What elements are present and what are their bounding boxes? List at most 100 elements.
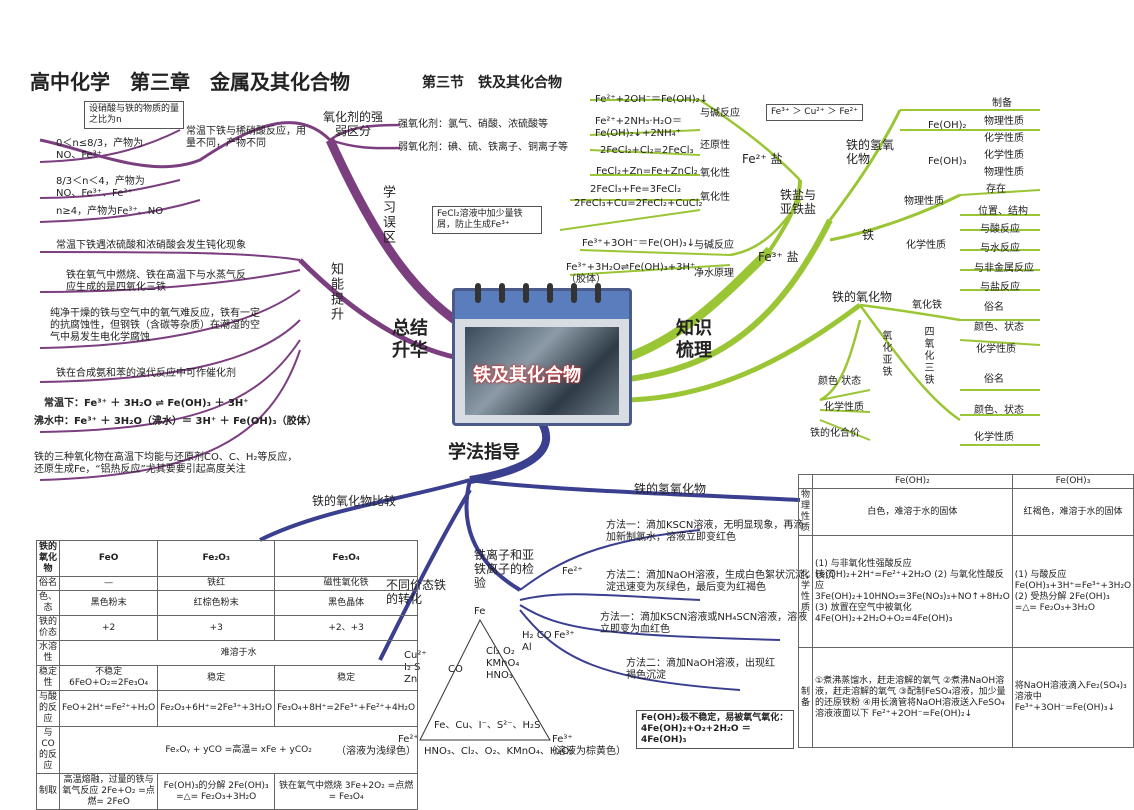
feo-color: 颜色 状态 — [818, 376, 862, 387]
feoh2-warning: Fe(OH)₂极不稳定，易被氧气氧化：4Fe(OH)₂+O₂+2H₂O ＝4Fe… — [636, 710, 794, 749]
label-oxidizing-1: 氧化性 — [700, 168, 730, 179]
eq-fe3-oh: Fe³⁺+3OH⁻＝Fe(OH)₃↓ — [582, 238, 695, 249]
fe3-color-note: （溶液为棕黄色） — [546, 746, 626, 757]
iron-position: 位置、结构 — [978, 206, 1028, 217]
fe3o4-color: 颜色、状态 — [974, 405, 1024, 416]
feoh3-node: Fe(OH)₃ — [928, 156, 967, 167]
oxide-node: 铁的氧化物 — [832, 290, 893, 304]
table-cell: 与CO的反应 — [35, 726, 61, 774]
hydroxide-chem-feoh3: (1) 与酸反应 Fe(OH)₃+3H⁺=Fe³⁺+3H₂O (2) 受热分解 … — [1011, 535, 1134, 648]
label-water-purify: 净水原理 — [694, 268, 734, 279]
iron-salt: 与盐反应 — [980, 282, 1020, 293]
fe3o4-common: 俗名 — [984, 374, 1004, 385]
label-base-react-1: 与碱反应 — [700, 108, 740, 119]
hydroxide-label: 铁的氢氧化物 — [846, 138, 895, 166]
fe-hno3-note: 常温下铁与稀硝酸反应，用量不同，产物不同 — [186, 126, 306, 149]
eq-fe2-oh: Fe²⁺+2OH⁻＝Fe(OH)₂↓ — [595, 94, 708, 105]
iron-valence: 铁的化合价 — [810, 428, 860, 439]
table-cell: 与酸的反应 — [35, 690, 61, 727]
branch-summary: 总结升华 — [392, 318, 428, 361]
strong-oxidant: 强氧化剂：氯气、硝酸、浓硫酸等 — [398, 119, 548, 130]
ferric-oxide: 氧化铁 — [912, 300, 942, 311]
iron-nonmetal: 与非金属反应 — [974, 263, 1034, 274]
feoh2-node: Fe(OH)₂ — [928, 120, 967, 131]
triangle-fe3: Fe³⁺ — [552, 734, 573, 745]
table-cell: 水溶性 — [35, 640, 61, 666]
branch-knowledge: 知识梳理 — [676, 318, 712, 361]
table-cell: +3 — [157, 615, 276, 641]
fe3o4-chem: 化学性质 — [974, 432, 1014, 443]
section-title: 第三节 铁及其化合物 — [422, 75, 562, 91]
table-cell: Fe(OH)₃的分解 2Fe(OH)₃ =△= Fe₂O₃+3H₂O — [157, 773, 276, 810]
table-cell: FeO+2H⁺=Fe²⁺+H₂O — [59, 690, 159, 727]
table-row: 铁的价态+2+3+2、+3 — [35, 615, 419, 641]
hydroxide-prep-label: 制备 — [797, 647, 814, 748]
fe3-salt: Fe³⁺ 盐 — [758, 250, 799, 264]
detect-fe3: Fe³⁺ — [554, 630, 575, 641]
table-cell: 不稳定 6FeO+O₂=2Fe₃O₄ — [59, 665, 159, 691]
fe-oxidants: Cl₂ O₂ KMnO₄ HNO₃ — [486, 646, 520, 681]
fe2-oxidant: CO — [448, 664, 463, 675]
table-cell: +2、+3 — [274, 615, 419, 641]
detect-method-4: 方法二：滴加NaOH溶液，出现红褐色沉淀 — [626, 658, 775, 681]
iron-exist: 存在 — [986, 184, 1006, 195]
oxidant-title: 氧化剂的强弱区分 — [322, 110, 383, 138]
ratio-note: 设硝酸与铁的物质的量之比为n — [84, 101, 184, 129]
table-cell: 色、态 — [35, 590, 61, 616]
fe2-to-fe3-oxidants: HNO₃、Cl₂、O₂、KMnO₄、H₂O₂ — [424, 746, 574, 757]
iron-node: 铁 — [862, 228, 875, 242]
table-cell: 黑色晶体 — [274, 590, 419, 616]
table-cell: FeₓOᵧ + yCO =高温= xFe + yCO₂ — [59, 726, 419, 774]
hydroxide-chem-1: 化学性质 — [984, 133, 1024, 144]
table-row: 俗名—铁红磁性氧化铁 — [35, 576, 419, 591]
ratio-case-3: n≥4，产物为Fe³⁺、NO — [56, 206, 164, 217]
table-cell: 磁性氧化铁 — [274, 576, 419, 591]
eq-fe2-nh3: Fe²⁺+2NH₃·H₂O＝Fe(OH)₂↓+2NH₄⁺ — [595, 116, 682, 139]
hydroxide-phys-2: 物理性质 — [984, 167, 1024, 178]
table-cell: 稳定 — [274, 665, 419, 691]
fecl2-note: FeCl₂溶液中加少量铁屑，防止生成Fe³⁺ — [432, 206, 542, 234]
page-title: 高中化学 第三章 金属及其化合物 — [30, 70, 350, 94]
table-cell: FeO — [59, 540, 159, 577]
table-cell: 稳定 — [157, 665, 276, 691]
hydroxide-phys-feoh3: 红褐色，难溶于水的固体 — [1011, 488, 1134, 536]
table-cell: 俗名 — [35, 576, 61, 591]
hydroxide-prep-feoh2: ①煮沸蒸馏水，赶走溶解的氧气 ②煮沸NaOH溶液，赶走溶解的氧气 ③配制FeSO… — [812, 647, 1013, 748]
hydroxide-header-2: Fe(OH)₃ — [1011, 474, 1134, 489]
label-base-react-2: 与碱反应 — [694, 240, 734, 251]
fe3o4-node: 四氧化三铁 — [922, 326, 933, 386]
center-title: 铁及其化合物 — [473, 365, 581, 386]
weak-oxidant: 弱氧化剂：碘、硫、铁离子、铜离子等 — [398, 142, 568, 153]
ability-point-5a: 常温下：Fe³⁺ ＋ 3H₂O ⇌ Fe(OH)₃ ＋ 3H⁺ — [44, 398, 249, 409]
ferric-oxide-chem: 化学性质 — [976, 344, 1016, 355]
eq-fecl2-zn: FeCl₂+Zn=Fe+ZnCl₂ — [596, 166, 698, 177]
hydroxide-chem-2: 化学性质 — [984, 150, 1024, 161]
table-cell: Fe₂O₃ — [157, 540, 276, 577]
table-row: 色、态黑色粉末红棕色粉末黑色晶体 — [35, 590, 419, 616]
detect-method-1: 方法一：滴加KSCN溶液，无明显现象，再滴加新制氯水，溶液立即变红色 — [606, 520, 804, 543]
ability-point-1: 常温下铁遇浓硫酸和浓硝酸会发生钝化现象 — [56, 240, 246, 251]
fe2-salt: Fe²⁺ 盐 — [742, 152, 783, 166]
ability-point-5b: 沸水中：Fe³⁺ ＋ 3H₂O（沸水）＝ 3H⁺ ＋ Fe(OH)₃（胶体） — [34, 416, 317, 427]
eq-fe3-water: Fe³⁺+3H₂O⇌Fe(OH)₃+3H⁺（胶体） — [566, 262, 696, 285]
oxidation-order: Fe³⁺ ＞ Cu²⁺ ＞ Fe²⁺ — [766, 104, 863, 121]
eq-fecl2-cl2: 2FeCl₂+Cl₂=2FeCl₃ — [600, 145, 694, 156]
fe3-to-fe2-reductants: Fe、Cu、I⁻、S²⁻、H₂S — [434, 720, 541, 731]
eq-fecl3-fe: 2FeCl₃+Fe=3FeCl₂ — [590, 184, 682, 195]
detect-label: 铁离子和亚铁离子的检验 — [474, 548, 535, 590]
feo-chem: 化学性质 — [824, 402, 864, 413]
hydroxide-header-1: Fe(OH)₂ — [812, 474, 1013, 489]
hydroxide-compare-label: 铁的氢氧化物 — [634, 482, 707, 496]
iron-phys: 物理性质 — [904, 196, 944, 207]
hydroxide-phys-label: 物理性质 — [797, 488, 814, 536]
ratio-case-2: 8/3＜n＜4，产物为NO、Fe³⁺、Fe²⁺ — [56, 176, 145, 199]
mindmap-branches — [39, 98, 1041, 741]
ability-label: 知能提升 — [328, 262, 343, 322]
eq-fecl3-cu: 2FeCl₃+Cu=2FeCl₂+CuCl₂ — [574, 198, 703, 209]
table-cell: Fe₃O₄ — [274, 540, 419, 577]
hydroxide-chem-feoh2: (1) 与非氧化性强酸反应 Fe(OH)₂+2H⁺=Fe²⁺+2H₂O (2) … — [812, 535, 1013, 648]
